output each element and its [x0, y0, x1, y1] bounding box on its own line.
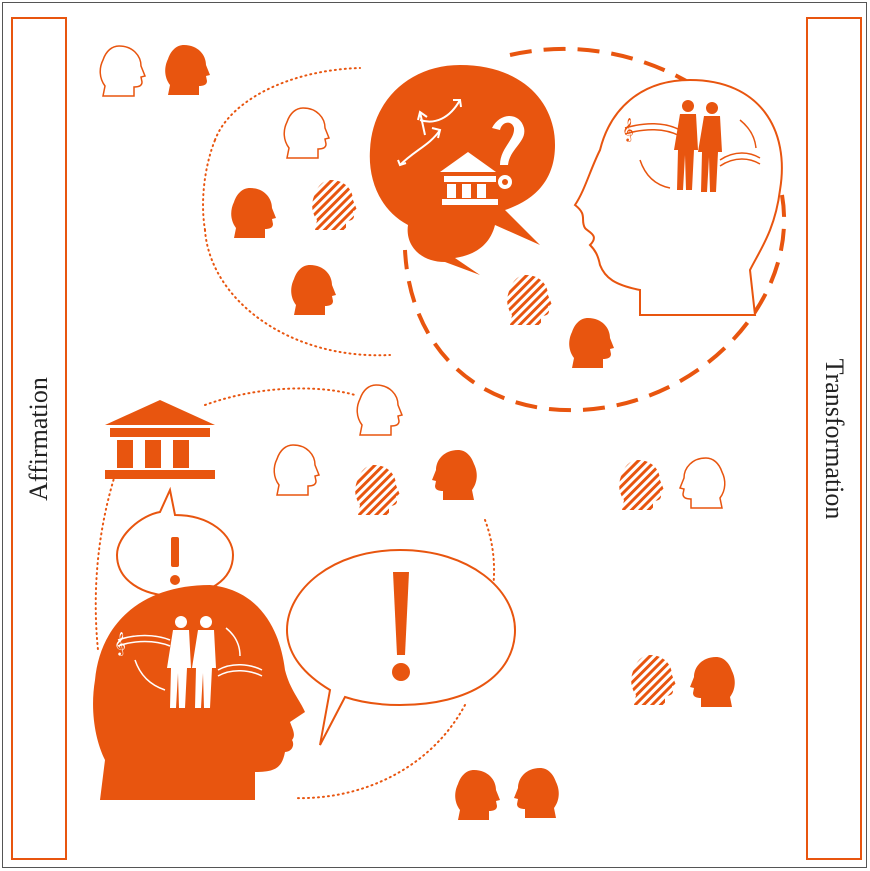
solid-head-icon: [690, 657, 735, 707]
direction-arrows-icon: [397, 99, 462, 167]
hatched-head-icon: [507, 275, 552, 325]
lower-dotted-circle: [94, 387, 496, 800]
outline-head-icon: [356, 384, 403, 436]
upper-dashed-circle: [403, 46, 786, 413]
music-notes-icon: [624, 119, 761, 189]
svg-text:𝄞: 𝄞: [622, 117, 634, 142]
outline-head-icon: [99, 45, 146, 97]
outline-head-icon: [273, 444, 320, 496]
solid-head-icon: [569, 318, 614, 368]
question-mark-icon: [492, 116, 525, 189]
large-solid-head-icon: 𝄞: [93, 585, 305, 800]
institution-building-icon: [105, 400, 215, 479]
solid-head-icon: [455, 770, 500, 820]
transformation-panel: Transformation: [806, 17, 862, 860]
outline-head-icon: [679, 457, 726, 509]
outline-head-icon: [283, 107, 330, 159]
solid-head-icon: [165, 45, 210, 95]
institution-building-icon: [440, 152, 498, 205]
hatched-head-icon: [619, 460, 664, 510]
music-notes-icon: [117, 627, 263, 691]
upper-thought-bubble: [369, 65, 555, 275]
hatched-head-icon: [631, 655, 676, 705]
hatched-head-icon: [355, 465, 400, 515]
large-exclamation-bubble: [285, 548, 517, 746]
large-outline-head-icon: 𝄞: [573, 78, 783, 316]
couple-silhouette-icon: [674, 100, 722, 192]
hatched-head-icon: [312, 180, 357, 230]
solid-head-icon: [514, 768, 559, 818]
affirmation-panel: Affirmation: [11, 17, 67, 860]
solid-head-icon: [291, 265, 336, 315]
svg-text:𝄞: 𝄞: [114, 631, 126, 656]
solid-head-icon: [432, 450, 477, 500]
upper-dotted-circle: [202, 67, 391, 357]
small-exclamation-bubble: [115, 486, 235, 598]
exclamation-icon: [393, 572, 409, 655]
couple-silhouette-icon: [167, 616, 216, 708]
exclamation-icon: [171, 537, 179, 567]
solid-head-icon: [231, 188, 276, 238]
